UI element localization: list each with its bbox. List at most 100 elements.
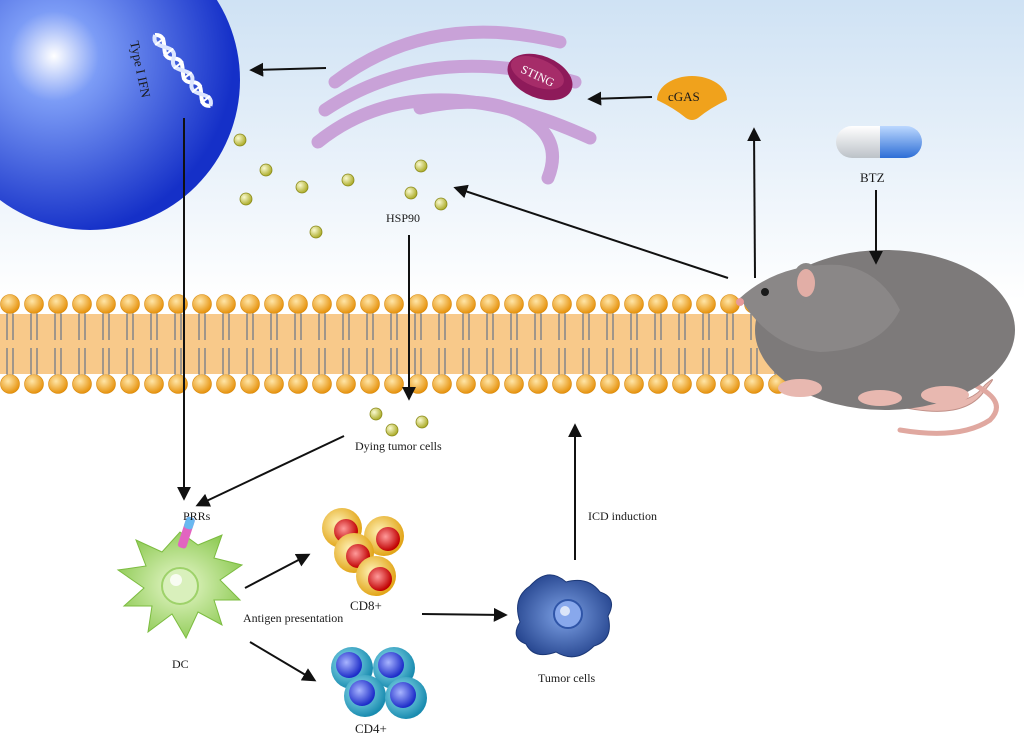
lipid-head bbox=[720, 374, 740, 394]
lipid-tail bbox=[102, 313, 110, 340]
lipid-head bbox=[432, 374, 452, 394]
lipid-head bbox=[552, 374, 572, 394]
icd-induction-label: ICD induction bbox=[588, 509, 657, 523]
dna-icon bbox=[152, 32, 213, 108]
lipid-tail bbox=[582, 313, 590, 340]
cd4-t-cells bbox=[331, 647, 427, 719]
lipid-tail bbox=[174, 348, 182, 375]
arrow-mouse-to-cgas bbox=[747, 127, 762, 279]
lipid-head bbox=[24, 374, 44, 394]
lipid-tail bbox=[630, 348, 638, 375]
lipid-head bbox=[408, 374, 428, 394]
lipid-head bbox=[144, 374, 164, 394]
lipid-head bbox=[648, 294, 668, 314]
lipid-head bbox=[576, 294, 596, 314]
lipid-tail bbox=[750, 348, 758, 375]
lipid-tail bbox=[6, 348, 14, 375]
lipid-head bbox=[96, 294, 116, 314]
lipid-tail bbox=[582, 348, 590, 375]
lipid-tail bbox=[462, 348, 470, 375]
lipid-head bbox=[456, 374, 476, 394]
lipid-tail bbox=[6, 313, 14, 340]
lipid-head bbox=[480, 294, 500, 314]
lipid-tail bbox=[150, 313, 158, 340]
lipid-tail bbox=[198, 348, 206, 375]
lipid-head bbox=[288, 374, 308, 394]
lipid-tail bbox=[606, 313, 614, 340]
lipid-tail bbox=[342, 313, 350, 340]
lipid-tail bbox=[462, 313, 470, 340]
lipid-tail bbox=[414, 313, 422, 340]
lipid-tail bbox=[54, 313, 62, 340]
lipid-head bbox=[696, 294, 716, 314]
lipid-head bbox=[24, 294, 44, 314]
lipid-tail bbox=[534, 348, 542, 375]
lipid-tail bbox=[702, 313, 710, 340]
dendritic-cell bbox=[116, 531, 244, 640]
lipid-tail bbox=[342, 348, 350, 375]
lipid-head bbox=[576, 374, 596, 394]
lipid-head bbox=[672, 294, 692, 314]
lipid-head bbox=[312, 294, 332, 314]
lipid-tail bbox=[318, 313, 326, 340]
capsule-icon bbox=[836, 126, 922, 158]
lipid-head bbox=[744, 374, 764, 394]
lipid-head bbox=[96, 374, 116, 394]
arrow-mouse-to-hsp90 bbox=[453, 184, 729, 279]
lipid-head bbox=[696, 374, 716, 394]
prr-receptor bbox=[177, 516, 195, 549]
lipid-head bbox=[600, 374, 620, 394]
tumor-cells-label: Tumor cells bbox=[538, 671, 596, 685]
lipid-tail bbox=[246, 348, 254, 375]
lipid-head bbox=[360, 374, 380, 394]
lipid-tail bbox=[246, 313, 254, 340]
lipid-tail bbox=[318, 348, 326, 375]
lipid-tail bbox=[222, 313, 230, 340]
lipid-head bbox=[216, 374, 236, 394]
arrow-er-to-nucleus bbox=[249, 62, 327, 77]
hsp90-particles bbox=[233, 133, 448, 239]
lipid-tail bbox=[438, 313, 446, 340]
lipid-tail bbox=[654, 348, 662, 375]
lipid-head bbox=[504, 374, 524, 394]
lipid-tail bbox=[726, 313, 734, 340]
lipid-head bbox=[504, 294, 524, 314]
mouse-icon bbox=[736, 250, 1015, 436]
lipid-head bbox=[144, 294, 164, 314]
pathway-arrows bbox=[177, 62, 883, 682]
arrow-dying-to-prrs bbox=[195, 435, 345, 507]
dying-tumor-cells-label: Dying tumor cells bbox=[355, 439, 442, 453]
lipid-tail bbox=[102, 348, 110, 375]
lipid-head bbox=[192, 294, 212, 314]
lipid-head bbox=[336, 374, 356, 394]
lipid-tail bbox=[30, 348, 38, 375]
lipid-head bbox=[528, 294, 548, 314]
lipid-tail bbox=[558, 348, 566, 375]
lipid-tail bbox=[726, 348, 734, 375]
cd8-t-cells bbox=[322, 508, 404, 596]
lipid-tail bbox=[390, 348, 398, 375]
lipid-head bbox=[48, 374, 68, 394]
cgas-protein bbox=[657, 76, 727, 120]
lipid-tail bbox=[30, 313, 38, 340]
lipid-head bbox=[624, 294, 644, 314]
lipid-head bbox=[264, 374, 284, 394]
lipid-head bbox=[288, 294, 308, 314]
lipid-head bbox=[264, 294, 284, 314]
lipid-head bbox=[72, 374, 92, 394]
lipid-tail bbox=[510, 313, 518, 340]
lipid-tail bbox=[150, 348, 158, 375]
antigen-presentation-label: Antigen presentation bbox=[243, 611, 343, 625]
lipid-tail bbox=[390, 313, 398, 340]
arrow-cd8-to-tumor bbox=[421, 607, 508, 622]
lipid-head bbox=[168, 374, 188, 394]
lipid-head bbox=[240, 374, 260, 394]
lipid-head bbox=[0, 294, 20, 314]
lipid-head bbox=[192, 374, 212, 394]
lipid-tail bbox=[174, 313, 182, 340]
lipid-tail bbox=[486, 348, 494, 375]
btz-label: BTZ bbox=[860, 170, 885, 185]
lipid-head bbox=[120, 294, 140, 314]
dying-tumor-particles bbox=[369, 407, 429, 437]
